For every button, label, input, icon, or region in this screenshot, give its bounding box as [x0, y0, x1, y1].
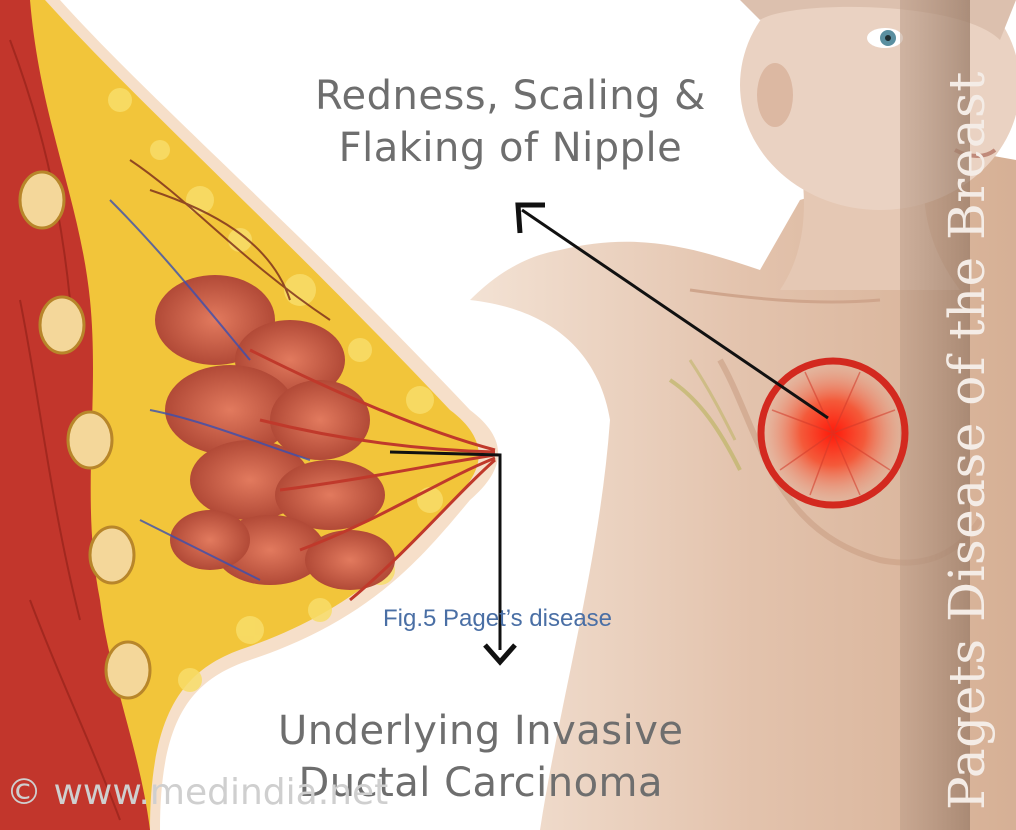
symptom-label-line-2: Flaking of Nipple: [315, 122, 706, 174]
symptom-label: Redness, Scaling & Flaking of Nipple: [315, 70, 706, 174]
symptom-label-line-1: Redness, Scaling &: [315, 70, 706, 122]
vertical-title: Pagets Disease of the Breast: [938, 71, 996, 810]
figure-caption: Fig.5 Paget’s disease: [383, 605, 612, 633]
carcinoma-label-line-1: Underlying Invasive: [278, 705, 684, 757]
watermark: © www.medindia.net: [6, 772, 388, 813]
nipple-highlight: [761, 361, 905, 505]
